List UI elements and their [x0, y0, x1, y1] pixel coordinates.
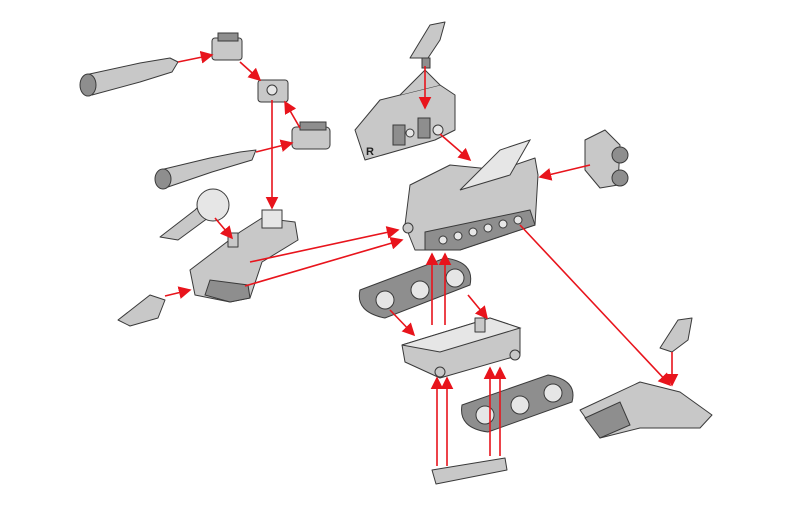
- connector-top: [211, 32, 243, 61]
- claw-part: [159, 188, 230, 241]
- barrel-upper: [79, 57, 179, 97]
- track-upper: [358, 257, 472, 319]
- barrel-lower: [154, 149, 257, 190]
- side-panel: R: [354, 69, 456, 161]
- bottom-plate: [431, 457, 508, 485]
- arm-body: [189, 209, 299, 303]
- plug-part: [584, 129, 629, 189]
- connector-joint: [257, 79, 289, 103]
- fin-top: [409, 21, 446, 69]
- part-marking-r: R: [366, 146, 374, 158]
- fin-right: [659, 317, 693, 353]
- nose-tip: [117, 294, 166, 327]
- wedge-part: [579, 381, 713, 439]
- track-lower: [461, 374, 574, 433]
- main-body: [402, 139, 539, 251]
- center-base: [401, 317, 522, 379]
- connector-middle: [291, 121, 331, 150]
- assembly-arrows: [164, 50, 679, 466]
